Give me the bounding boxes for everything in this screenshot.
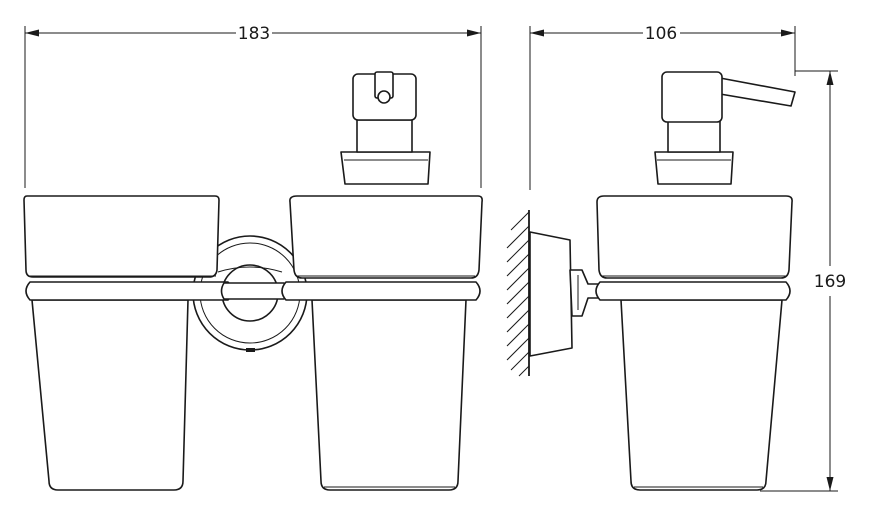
dimension-width-front: 183 bbox=[24, 24, 482, 188]
arrow-bottom bbox=[826, 477, 834, 491]
tumbler-body bbox=[31, 299, 189, 491]
side-view: 106 169 bbox=[506, 24, 846, 492]
rosette-cap-top bbox=[217, 266, 283, 273]
dimension-height: 169 bbox=[760, 70, 846, 492]
dimension-label-width: 183 bbox=[238, 24, 270, 44]
bracket-arm bbox=[569, 269, 599, 317]
arrow-right bbox=[467, 29, 481, 37]
dimension-depth-side: 106 bbox=[529, 24, 796, 190]
tumbler-top-cup bbox=[23, 195, 220, 278]
left-tumbler bbox=[23, 195, 220, 491]
side-container bbox=[596, 195, 793, 279]
side-lower-body bbox=[620, 299, 783, 491]
front-view: 183 bbox=[23, 24, 483, 491]
bracket-plate bbox=[529, 231, 573, 357]
arrow-top bbox=[826, 71, 834, 85]
nozzle-hole bbox=[377, 90, 391, 104]
set-screw bbox=[246, 348, 255, 352]
dispenser-collar bbox=[340, 151, 431, 185]
arrow-left bbox=[530, 29, 544, 37]
arrow-left bbox=[25, 29, 39, 37]
side-pump-head bbox=[661, 71, 723, 123]
side-ring bbox=[595, 281, 791, 301]
wall-hatching bbox=[506, 211, 530, 377]
side-dispenser bbox=[595, 71, 796, 491]
side-pump-spout bbox=[719, 77, 796, 107]
center-bar bbox=[220, 282, 288, 300]
dimension-label-height: 169 bbox=[814, 272, 846, 292]
wall-section bbox=[506, 210, 530, 377]
dimension-label-depth: 106 bbox=[645, 24, 677, 44]
front-dispenser bbox=[289, 71, 483, 491]
wall-bracket bbox=[529, 231, 599, 357]
right-ring bbox=[281, 281, 481, 301]
side-pump-stem bbox=[667, 119, 721, 153]
dispenser-lower-body bbox=[311, 299, 467, 491]
side-collar bbox=[654, 151, 734, 185]
pump-stem bbox=[356, 119, 413, 153]
arrow-right bbox=[781, 29, 795, 37]
holder-rails bbox=[25, 281, 481, 301]
left-ring bbox=[25, 281, 233, 301]
dispenser-container bbox=[289, 195, 483, 279]
